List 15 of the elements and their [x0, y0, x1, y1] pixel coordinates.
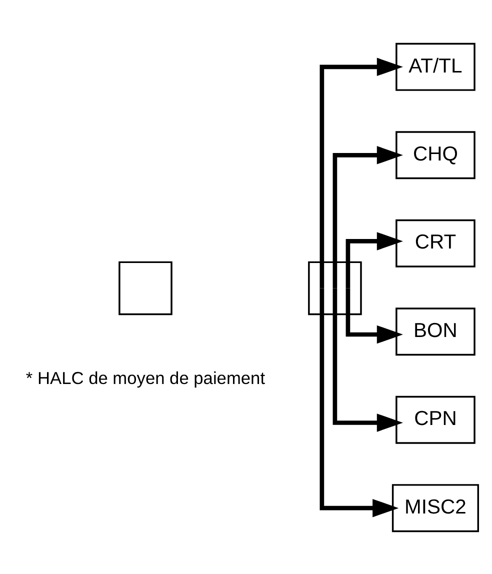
label: * HALC de moyen de paiement [26, 367, 266, 388]
arrow [320, 57, 403, 288]
arrow [320, 288, 399, 517]
node-box: CHQ [396, 130, 476, 179]
node-box: CRT [396, 218, 476, 267]
arrow [346, 232, 403, 288]
node-box: CPN [396, 395, 476, 444]
node-box [118, 260, 172, 315]
node-box: BON [396, 307, 476, 356]
node-box [308, 260, 362, 315]
arrow [332, 288, 403, 432]
arrow [346, 288, 403, 344]
node-box: MISC2 [392, 484, 480, 532]
arrow [332, 146, 403, 288]
node-box: AT/TL [396, 42, 476, 90]
